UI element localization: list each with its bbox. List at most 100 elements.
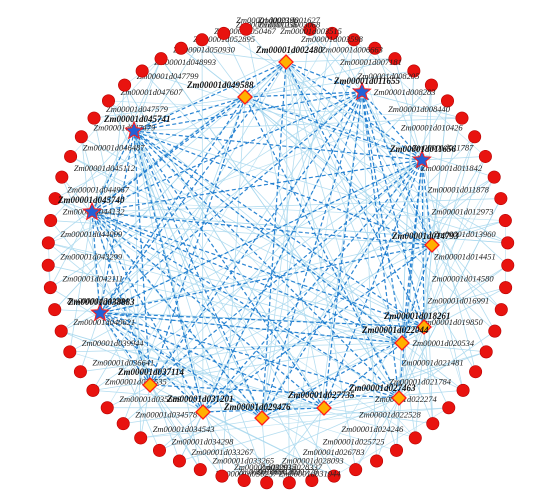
outer-node-label: Zm00001d047607	[120, 87, 183, 97]
outer-node[interactable]: Zm00001d025725	[323, 436, 404, 457]
hub-node[interactable]: Zm00001d018261	[383, 311, 451, 335]
hub-node[interactable]: Zm00001d011656	[389, 144, 457, 169]
yellow-diamond-icon	[195, 404, 211, 420]
outer-node[interactable]: Zm00001d028202	[238, 467, 319, 488]
outer-node[interactable]: Zm00001d048993	[135, 57, 216, 78]
outer-node[interactable]: Zm00001d014580	[432, 274, 513, 295]
outer-node[interactable]: Zm00001d019850	[421, 317, 502, 338]
outer-node[interactable]: Zm00001d033265	[193, 456, 274, 477]
hub-node[interactable]: Zm00001d037114	[117, 367, 185, 393]
outer-node[interactable]: Zm00001d013960	[434, 229, 515, 250]
outer-node[interactable]: Zm00001d021481	[402, 358, 483, 379]
outer-node[interactable]: Zm00001d008283	[374, 87, 455, 108]
hub-node[interactable]: Zm00001d022044	[361, 325, 429, 351]
outer-node[interactable]: Zm00001d011878	[428, 185, 508, 206]
red-circle-icon	[468, 130, 482, 144]
outer-node[interactable]: Zm00001d022528	[359, 410, 440, 431]
faint-edge	[50, 220, 433, 246]
outer-node[interactable]: Zm00001d034578	[116, 410, 198, 431]
outer-node[interactable]: Zm00001d047479	[74, 123, 156, 144]
outer-node[interactable]: Zm00001d036641	[73, 358, 154, 379]
outer-node[interactable]: Zm00001d046487	[64, 142, 145, 163]
outer-node[interactable]: Zm00001d003068	[258, 19, 339, 40]
outer-node[interactable]: Zm00001d040621	[54, 317, 135, 338]
outer-node[interactable]: Zm00001d047579	[87, 104, 169, 125]
outer-node[interactable]: Zm00001d043299	[41, 251, 123, 272]
outer-node[interactable]: Zm00001d003598	[301, 34, 382, 55]
outer-node[interactable]: Zm00001d047607	[101, 87, 183, 108]
hub-node[interactable]: Zm00001d038883	[67, 297, 135, 322]
outer-node[interactable]: Zm00001d044099	[41, 229, 123, 250]
outer-node[interactable]: Zm00001d028093	[282, 456, 363, 477]
faint-edge	[421, 159, 476, 372]
hub-edge	[261, 159, 423, 419]
outer-node[interactable]: Zm00001d031944	[260, 469, 341, 490]
hub-node[interactable]: Zm00001d029476	[223, 402, 291, 426]
hub-node[interactable]: Zm00001d011655	[333, 76, 401, 101]
outer-node-label: Zm00001d044099	[60, 229, 123, 239]
hub-node-label: Zm00001d045741	[103, 114, 171, 124]
red-circle-icon	[215, 469, 229, 483]
outer-node-label: Zm00001d010426	[401, 123, 464, 133]
outer-node[interactable]: Zm00001d011842	[421, 163, 501, 184]
outer-node[interactable]: Zm00001d032935	[215, 462, 296, 483]
outer-node[interactable]: Zm00001d001627	[239, 15, 321, 36]
hub-node[interactable]: Zm00001d049588	[186, 80, 254, 105]
outer-node[interactable]: Zm00001d035689	[100, 394, 182, 415]
outer-node[interactable]: Zm00001d003515	[280, 26, 361, 47]
yellow-diamond-icon	[394, 335, 410, 351]
outer-node[interactable]: Zm00001d010426	[401, 123, 482, 144]
outer-node[interactable]: Zm00001d044967	[48, 185, 130, 206]
outer-node[interactable]: Zm00001d014451	[434, 251, 515, 272]
outer-node[interactable]: Zm00001d034298	[152, 436, 234, 457]
outer-node[interactable]: Zm00001d020534	[412, 338, 493, 359]
outer-node[interactable]: Zm00001d047799	[118, 71, 199, 92]
outer-node[interactable]: Zm00001d042111	[43, 274, 123, 295]
outer-node-label: Zm00001d021481	[402, 358, 464, 368]
red-circle-icon	[455, 111, 469, 125]
hub-node-label: Zm00001d014793	[391, 231, 459, 241]
outer-node[interactable]: Zm00001d016991	[427, 296, 508, 317]
yellow-diamond-icon	[391, 390, 407, 406]
red-circle-icon	[135, 64, 149, 78]
outer-node[interactable]: Zm00001d031778	[237, 467, 319, 488]
outer-node-label: Zm00001d008440	[388, 104, 451, 114]
hub-node[interactable]: Zm00001d027735	[287, 390, 355, 416]
outer-node[interactable]: Zm00001d033267	[172, 447, 254, 468]
faint-edge	[374, 48, 423, 161]
outer-node[interactable]: Zm00001d030237	[215, 469, 296, 490]
hub-node[interactable]: Zm00001d045741	[103, 114, 171, 140]
hub-edge	[91, 211, 433, 246]
outer-node[interactable]: Zm00001d022274	[375, 394, 456, 415]
outer-node[interactable]: Zm00001d036535	[86, 376, 167, 397]
outer-node[interactable]: Zm00001d007181	[340, 57, 421, 78]
outer-node[interactable]: Zm00001d050930	[154, 45, 236, 66]
hub-node[interactable]: Zm00001d014793	[391, 231, 459, 253]
outer-node[interactable]: Zm00001d008440	[388, 104, 469, 125]
outer-node-label: Zm00001d001627	[258, 15, 321, 25]
outer-node[interactable]: Zm00001d001256	[217, 19, 299, 40]
hub-node[interactable]: Zm00001d031201	[166, 394, 234, 420]
outer-node[interactable]: Zm00001d024246	[341, 424, 422, 445]
faint-edge	[140, 407, 449, 439]
hub-node[interactable]: Zm00001d045740	[57, 195, 125, 221]
hub-node[interactable]: Zm00001d027463	[348, 383, 416, 406]
hub-edge	[91, 211, 151, 386]
outer-node[interactable]: Zm00001d039944	[63, 338, 145, 359]
outer-node[interactable]: Zm00001d006663	[321, 45, 402, 66]
outer-node[interactable]: Zm00001d034543	[134, 424, 215, 445]
outer-node[interactable]: Zm00001d045112	[55, 163, 136, 184]
outer-node[interactable]: Zm00001d002396	[236, 15, 317, 36]
hub-edge	[285, 61, 425, 328]
outer-node[interactable]: Zm00001d021784	[389, 376, 470, 397]
outer-node[interactable]: Zm00001d028337	[260, 462, 341, 483]
faint-edge	[99, 312, 160, 451]
outer-node[interactable]: Zm00001d008205	[358, 71, 438, 92]
hub-node[interactable]: Zm00001d002480	[255, 45, 323, 70]
outer-node[interactable]: Zm00001d012973	[431, 207, 512, 228]
outer-node[interactable]: Zm00001d011787	[412, 142, 492, 163]
red-circle-icon	[501, 236, 515, 250]
hub-edge	[133, 130, 263, 419]
outer-node[interactable]: Zm00001d041204	[48, 296, 130, 317]
outer-node[interactable]: Zm00001d026783	[303, 447, 384, 468]
